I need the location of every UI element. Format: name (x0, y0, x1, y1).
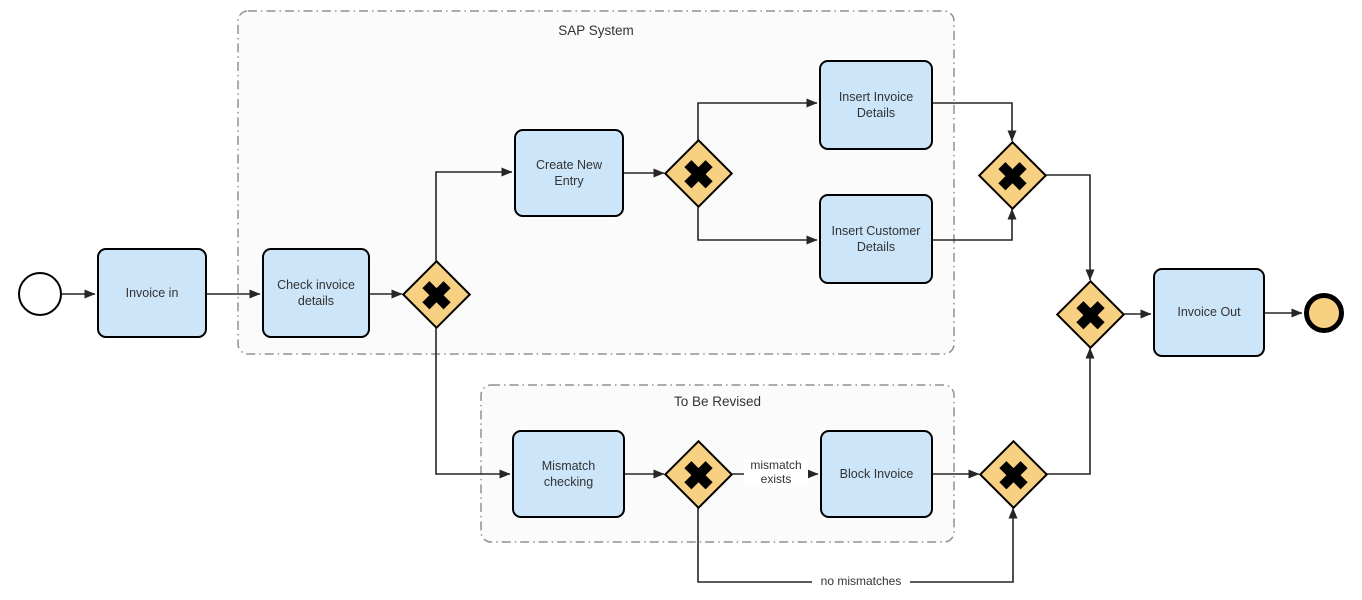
xor-x-icon (1058, 282, 1122, 346)
gateway-merge-mismatch[interactable] (978, 439, 1048, 509)
gateway-merge-final[interactable] (1055, 279, 1125, 349)
flow-label-no-mismatches: no mismatches (812, 574, 910, 589)
gateway-split-main[interactable] (401, 259, 471, 329)
task-mismatch-checking[interactable]: Mismatch checking (512, 430, 625, 518)
flow-gateway-1-to-mismatch-checking (435, 326, 511, 479)
gateway-diamond (663, 138, 733, 208)
xor-x-icon (666, 141, 730, 205)
task-label: Check invoice details (277, 277, 355, 308)
xor-x-icon (666, 442, 730, 506)
gateway-diamond (1055, 279, 1125, 349)
gateway-diamond (663, 439, 733, 509)
task-invoice-out[interactable]: Invoice Out (1153, 268, 1265, 357)
end-event[interactable] (1304, 293, 1344, 333)
group-to-be-revised-label: To Be Revised (673, 394, 762, 409)
flow-insert-customer-to-gateway-3 (933, 208, 1017, 241)
gateway-merge-sap[interactable] (977, 140, 1047, 210)
xor-x-icon (404, 262, 468, 326)
gateway-diamond (401, 259, 471, 329)
xor-x-icon (980, 143, 1044, 207)
flow-insert-invoice-to-gateway-3 (933, 102, 1017, 142)
gateway-diamond (978, 439, 1048, 509)
flow-gateway-5-to-gateway-6 (1045, 347, 1095, 475)
task-check-invoice-details[interactable]: Check invoice details (262, 248, 370, 338)
task-label: Create New Entry (536, 157, 602, 188)
flow-gateway-1-to-create-new-entry (435, 167, 513, 262)
xor-x-icon (981, 442, 1045, 506)
flow-label-mismatch-exists: mismatch exists (744, 458, 808, 487)
gateway-diamond (977, 140, 1047, 210)
task-create-new-entry[interactable]: Create New Entry (514, 129, 624, 217)
task-label: Block Invoice (839, 466, 914, 481)
task-label: Insert Customer Details (831, 223, 921, 254)
task-insert-invoice-details[interactable]: Insert Invoice Details (819, 60, 933, 150)
task-invoice-in[interactable]: Invoice in (97, 248, 207, 338)
task-label: Invoice in (125, 285, 179, 300)
group-sap-system-label: SAP System (558, 23, 634, 38)
flow-gateway-2-to-insert-customer (697, 205, 818, 245)
gateway-split-sap[interactable] (663, 138, 733, 208)
task-block-invoice[interactable]: Block Invoice (820, 430, 933, 518)
flow-gateway-2-to-insert-invoice (697, 98, 818, 141)
task-label: Mismatch checking (541, 458, 596, 489)
gateway-split-mismatch[interactable] (663, 439, 733, 509)
flow-gateway-3-to-gateway-6 (1044, 174, 1095, 281)
start-event[interactable] (18, 272, 62, 316)
task-label: Invoice Out (1177, 305, 1241, 320)
task-insert-customer-details[interactable]: Insert Customer Details (819, 194, 933, 284)
task-label: Insert Invoice Details (838, 89, 914, 120)
